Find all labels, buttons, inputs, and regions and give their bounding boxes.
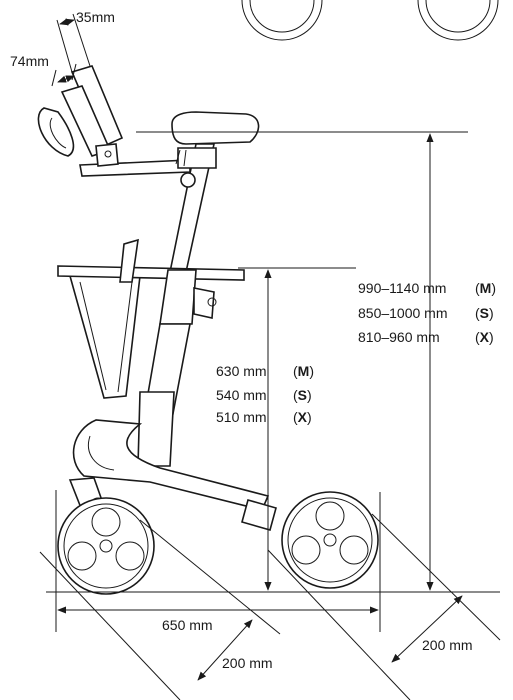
- top-wheel-fragments: [241, 0, 499, 41]
- grip-offset-label: 74mm: [10, 53, 49, 69]
- front-width-label: 200 mm: [222, 655, 273, 671]
- seat-size-s-label: (S): [475, 305, 494, 321]
- dimension-labels: 35mm 74mm 990–1140 mm (M) 850–1000 mm (S…: [10, 9, 496, 671]
- handle-height-m-label: 630 mm: [216, 363, 267, 379]
- handle-size-s-label: (S): [293, 387, 312, 403]
- seat-range-m-label: 990–1140 mm: [358, 280, 446, 296]
- rollator-drawing: [37, 65, 379, 595]
- handle-height-x-label: 510 mm: [216, 409, 267, 425]
- handle-height-s-label: 540 mm: [216, 387, 267, 403]
- seat-range-s-label: 850–1000 mm: [358, 305, 448, 321]
- handle-size-x-label: (X): [293, 409, 312, 425]
- handle-size-m-label: (M): [293, 363, 314, 379]
- grip-width-label: 35mm: [76, 9, 115, 25]
- length-label: 650 mm: [162, 617, 213, 633]
- seat-size-x-label: (X): [475, 329, 494, 345]
- rear-width-label: 200 mm: [422, 637, 473, 653]
- seat-range-x-label: 810–960 mm: [358, 329, 440, 345]
- dimension-lines: [39, 13, 501, 700]
- seat-size-m-label: (M): [475, 280, 496, 296]
